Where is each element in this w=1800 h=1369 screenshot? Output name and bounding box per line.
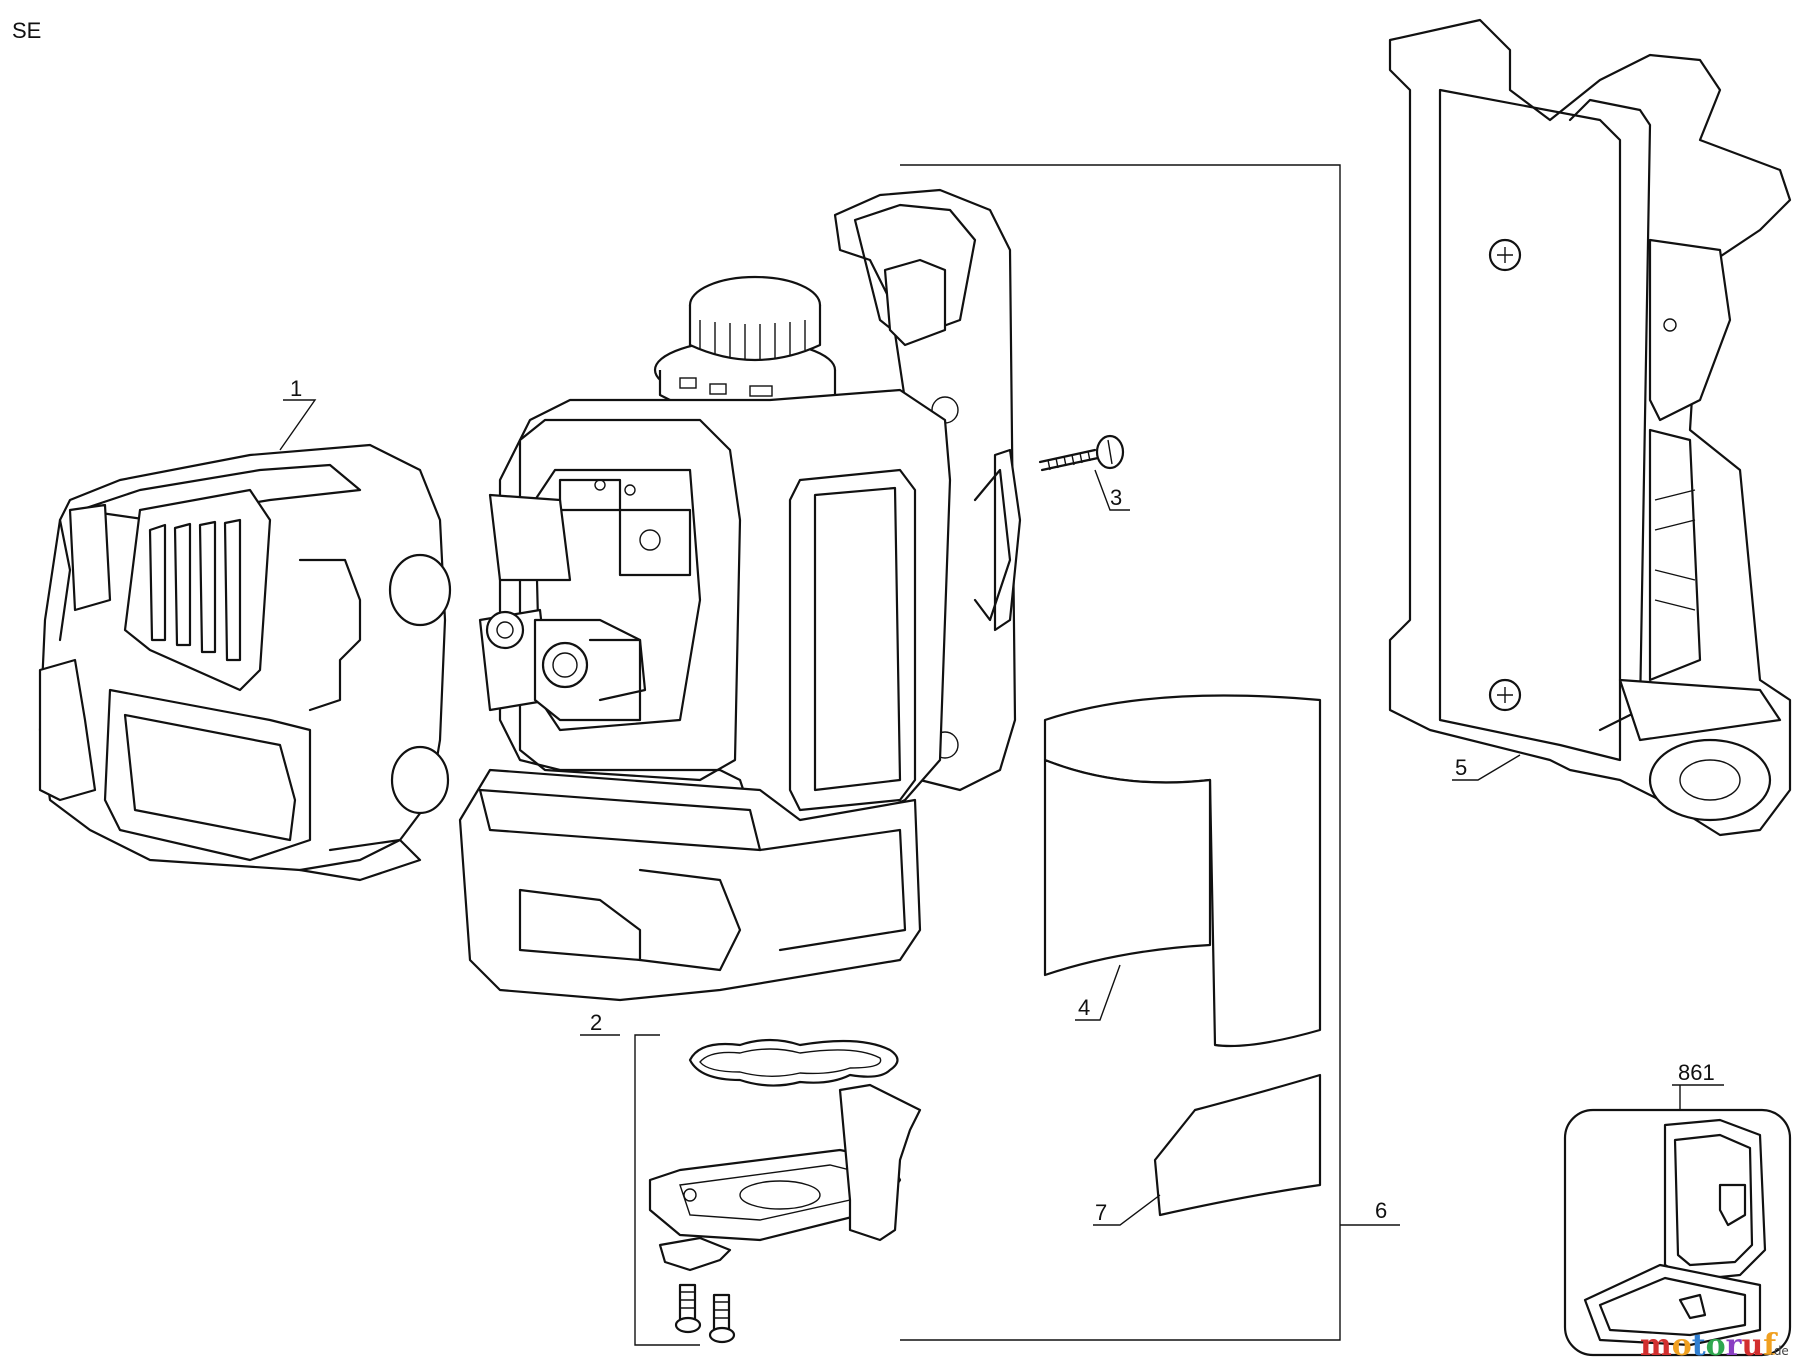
part-2-base-plate[interactable]	[648, 1038, 922, 1344]
callout-2: 2	[590, 1010, 602, 1035]
watermark-brand: motoruf	[1640, 1328, 1778, 1363]
part-861-case[interactable]	[1563, 1108, 1792, 1357]
callout-4: 4	[1078, 995, 1090, 1020]
part-4-shield[interactable]	[1043, 694, 1322, 1048]
bracket-6	[900, 164, 1341, 1341]
watermark-letter: o	[1706, 1328, 1726, 1363]
view-label: SE	[12, 18, 42, 43]
callout-7: 7	[1095, 1200, 1107, 1225]
watermark-letter: o	[1672, 1328, 1692, 1363]
watermark-letter: m	[1640, 1328, 1672, 1363]
part-5-wall-mount[interactable]	[1388, 18, 1792, 837]
callout-6: 6	[1375, 1198, 1387, 1223]
part-7-label[interactable]	[1153, 1073, 1322, 1217]
callout-1: 1	[290, 376, 302, 401]
watermark-letter: r	[1726, 1328, 1743, 1363]
watermark-suffix: .de	[1770, 1344, 1789, 1358]
watermark-letter: t	[1692, 1328, 1706, 1363]
part-3-screw[interactable]	[1038, 434, 1125, 472]
bracket-2	[634, 1034, 700, 1346]
watermark-logo: motoruf .de	[1640, 1328, 1789, 1363]
watermark-letter: f	[1763, 1328, 1778, 1363]
watermark-letter: u	[1741, 1328, 1763, 1363]
callout-861: 861	[1678, 1060, 1715, 1085]
part-1-front-cover[interactable]	[38, 443, 452, 882]
laser-main-body[interactable]	[458, 188, 1022, 1002]
callout-3: 3	[1110, 485, 1122, 510]
callout-5: 5	[1455, 755, 1467, 780]
